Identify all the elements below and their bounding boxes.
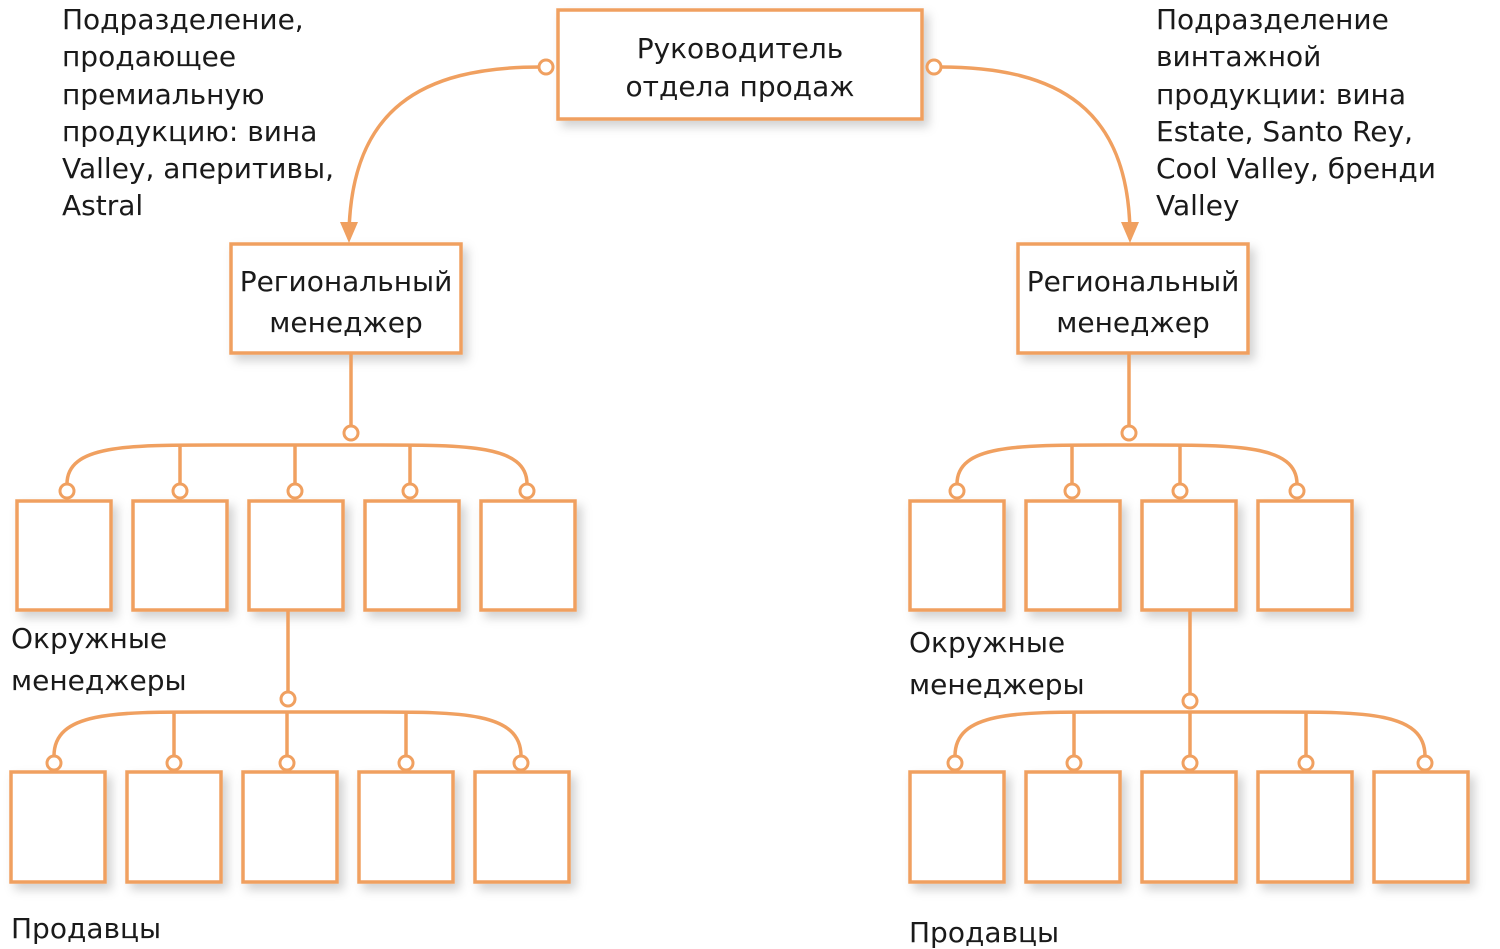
connector-dot — [946, 754, 964, 772]
district-manager-box — [247, 499, 345, 612]
connector-dot — [45, 754, 63, 772]
connector-dot — [1171, 482, 1189, 500]
left-division-description: Подразделение, продающее премиальную про… — [62, 3, 334, 222]
head-title-line1: Руководитель — [637, 32, 844, 65]
regional-left-line1: Региональный — [240, 265, 453, 298]
connector-dot — [401, 482, 419, 500]
connector-dot — [342, 424, 360, 442]
connector-dot — [165, 754, 183, 772]
seller-box — [473, 770, 571, 884]
text-line: Valley, аперитивы, — [62, 152, 334, 185]
head-title-line2: отдела продаж — [626, 70, 855, 103]
district-managers-label-left-2: менеджеры — [11, 664, 187, 697]
connector-dot — [58, 482, 76, 500]
seller-box — [908, 770, 1006, 884]
district-manager-box — [1256, 499, 1354, 612]
seller-box — [1140, 770, 1238, 884]
text-line: продукцию: вина — [62, 115, 317, 148]
connector-dot — [1297, 754, 1315, 772]
connector-dot — [512, 754, 530, 772]
connector-dot — [537, 58, 555, 76]
district-managers-label-right-2: менеджеры — [909, 668, 1085, 701]
regional-right-line2: менеджер — [1056, 306, 1209, 339]
regional-manager-right-box — [1016, 242, 1250, 355]
text-line: Подразделение — [1156, 3, 1389, 36]
connector-dot — [925, 58, 943, 76]
text-line: Estate, Santo Rey, — [1156, 115, 1413, 148]
connector-dot — [1181, 754, 1199, 772]
text-line: Astral — [62, 189, 143, 222]
district-manager-box — [363, 499, 461, 612]
seller-box — [125, 770, 223, 884]
right-division-description: Подразделение винтажной продукции: вина … — [1156, 3, 1436, 222]
text-line: Подразделение, — [62, 3, 304, 36]
text-line: винтажной — [1156, 40, 1321, 73]
connector-dot — [518, 482, 536, 500]
district-manager-box — [131, 499, 229, 612]
connector-left-arrow — [347, 65, 541, 233]
text-line: премиальную — [62, 78, 265, 111]
arrowhead-icon — [1121, 222, 1139, 243]
sellers-label-left: Продавцы — [11, 912, 161, 945]
bus-line — [65, 443, 529, 485]
district-manager-box — [1024, 499, 1122, 612]
text-line: Cool Valley, бренди — [1156, 152, 1436, 185]
seller-box — [9, 770, 107, 884]
connector-dot — [286, 482, 304, 500]
district-managers-label-left: Окружные — [11, 622, 167, 655]
connector-dot — [1416, 754, 1434, 772]
district-manager-box — [479, 499, 577, 612]
text-line: продающее — [62, 40, 236, 73]
connector-dot — [1063, 482, 1081, 500]
connector-dot — [279, 690, 297, 708]
connector-dot — [397, 754, 415, 772]
regional-right-line1: Региональный — [1027, 265, 1240, 298]
sellers-label-right: Продавцы — [909, 916, 1059, 949]
seller-box — [1256, 770, 1354, 884]
connector-dot — [1288, 482, 1306, 500]
district-manager-box — [1140, 499, 1238, 612]
connector-dot — [1120, 424, 1138, 442]
seller-box — [1024, 770, 1122, 884]
connector-dot — [1181, 692, 1199, 710]
district-manager-box — [908, 499, 1006, 612]
connector-dot — [948, 482, 966, 500]
bus-line — [955, 443, 1299, 485]
connector-dot — [278, 754, 296, 772]
text-line: Valley — [1156, 189, 1240, 222]
arrowhead-icon — [340, 222, 358, 243]
tree-connectors — [9, 353, 1470, 884]
regional-manager-left-box — [229, 242, 463, 355]
seller-box — [1372, 770, 1470, 884]
head-of-sales-box — [556, 8, 924, 121]
connector-dot — [1065, 754, 1083, 772]
regional-left-line2: менеджер — [269, 306, 422, 339]
district-managers-label-right: Окружные — [909, 626, 1065, 659]
connector-dot — [171, 482, 189, 500]
text-line: продукции: вина — [1156, 78, 1406, 111]
seller-box — [241, 770, 339, 884]
district-manager-box — [15, 499, 113, 612]
connector-right-arrow — [939, 65, 1132, 233]
seller-box — [357, 770, 455, 884]
